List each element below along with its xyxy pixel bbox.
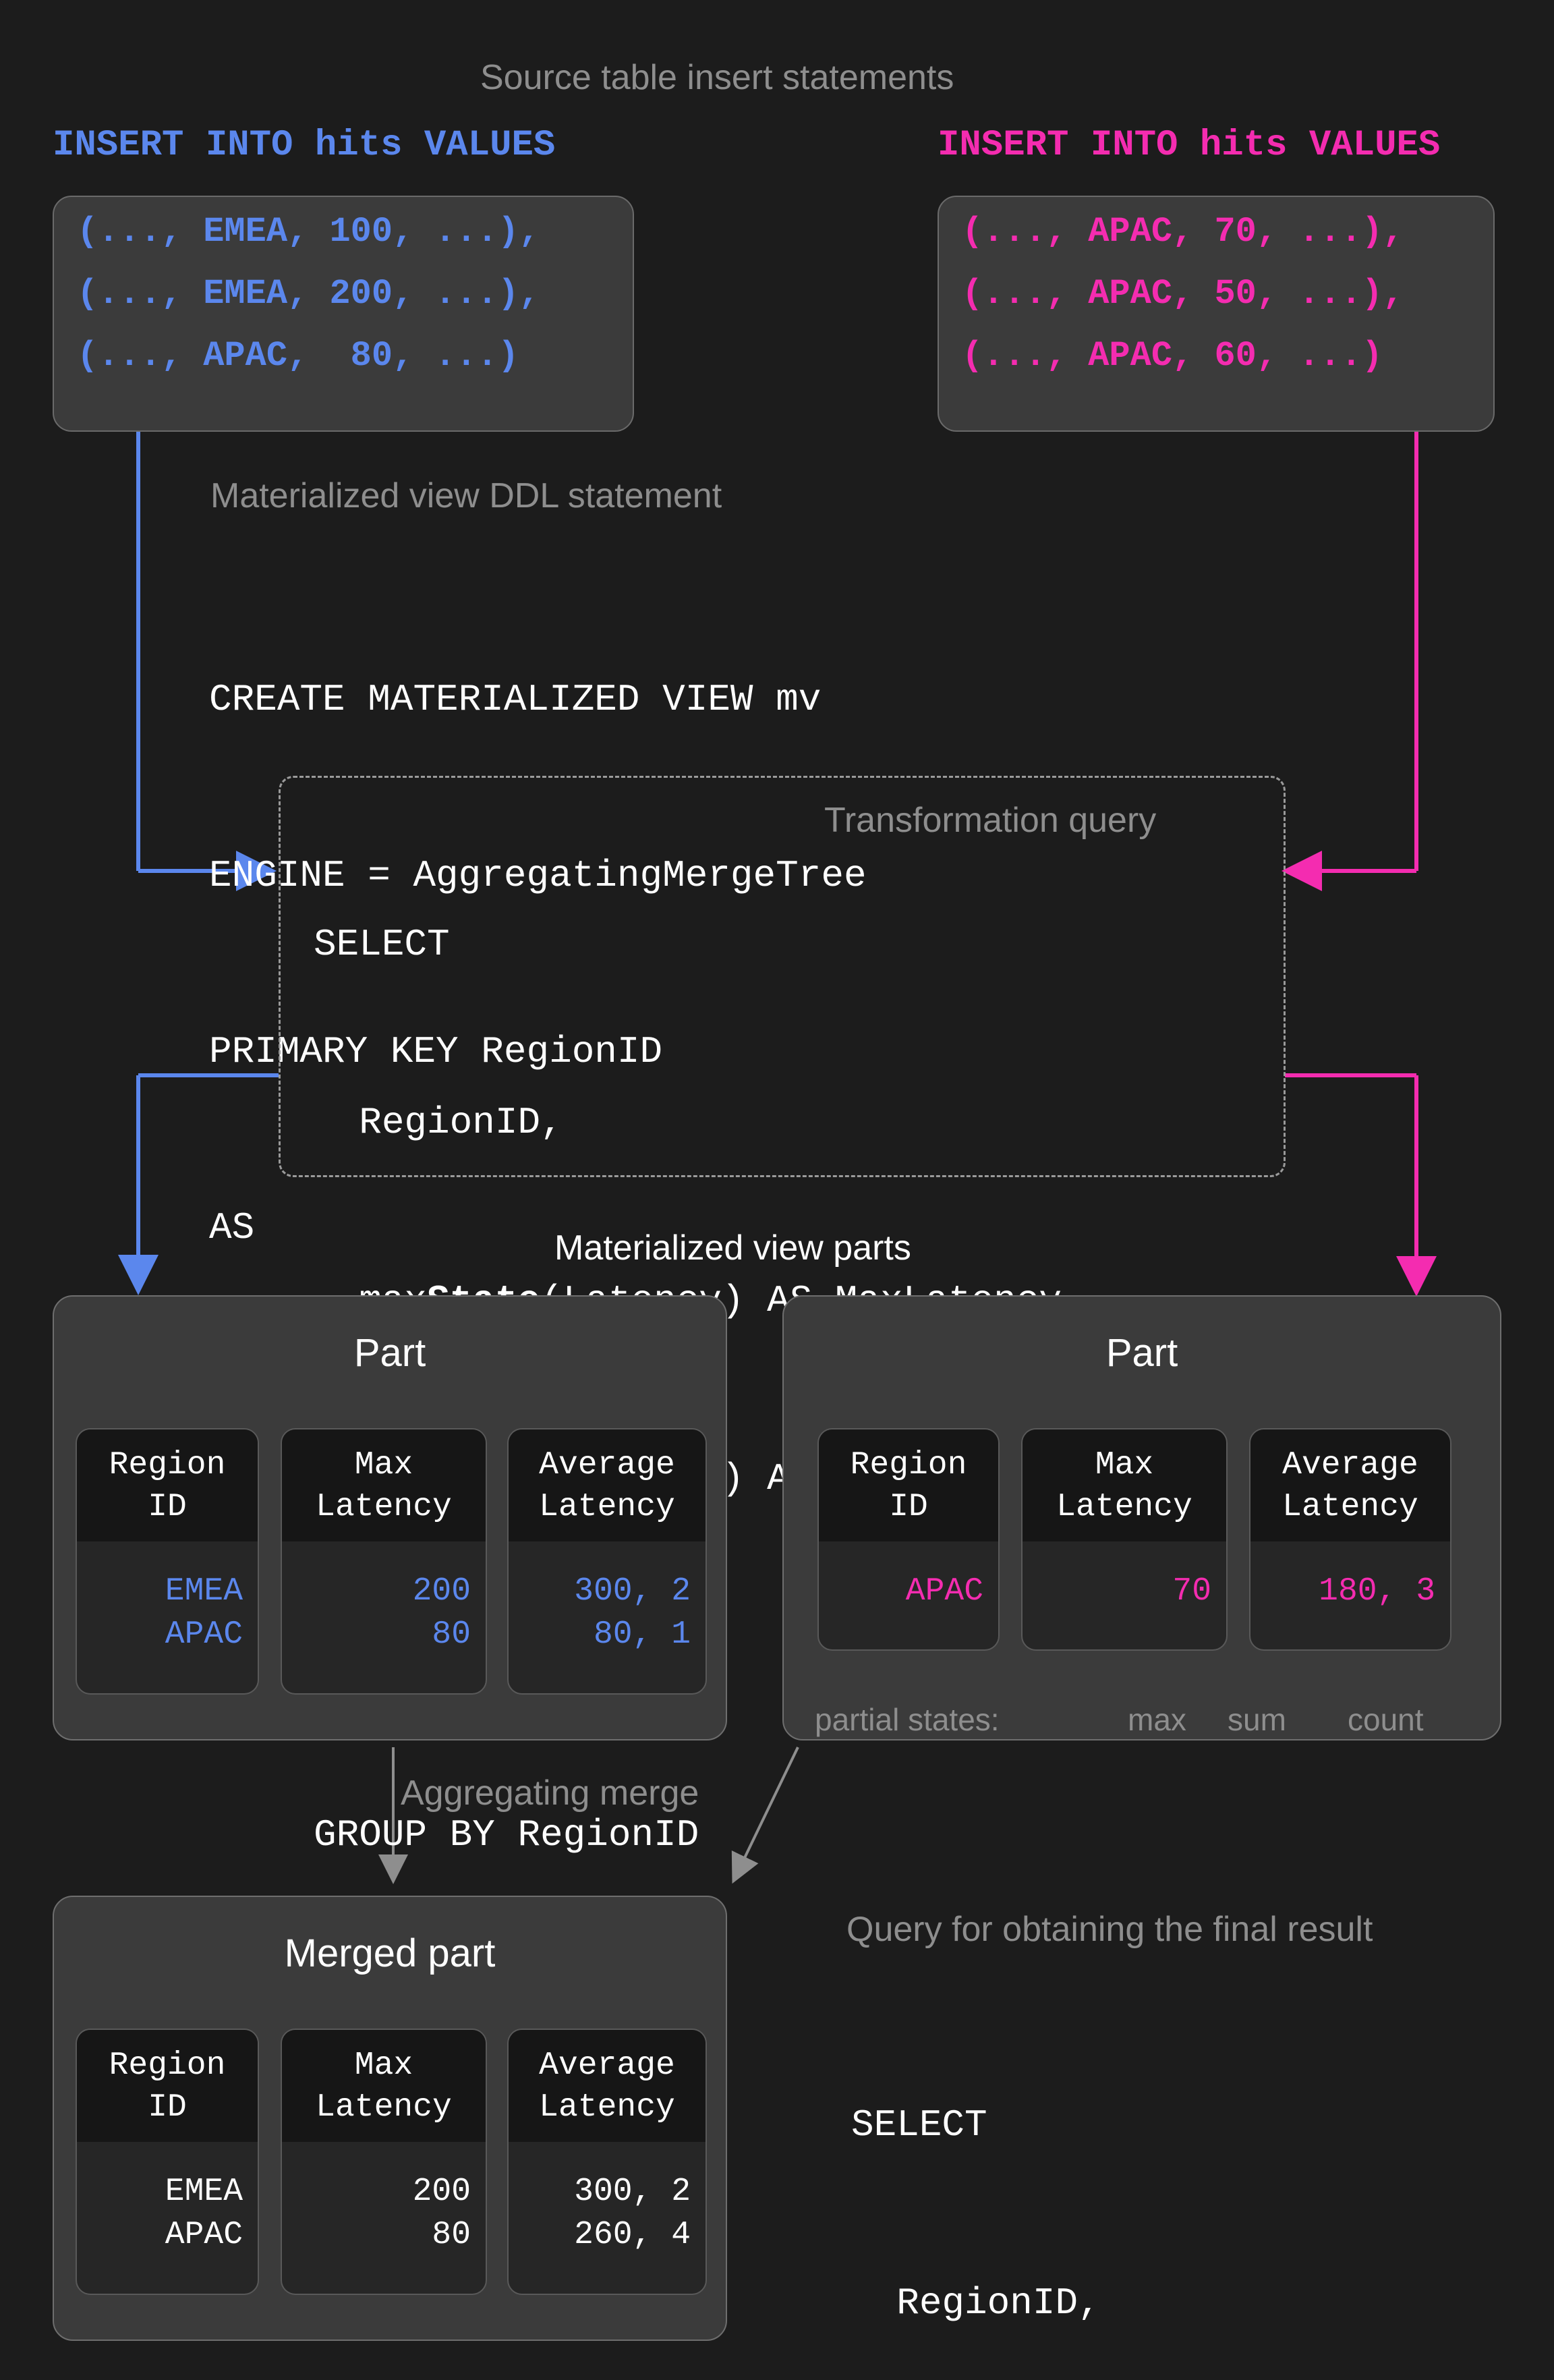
insert-box-left: (..., EMEA, 100, ...), (..., EMEA, 200, …: [53, 196, 634, 432]
partial-states-label: partial states:: [815, 1702, 1000, 1737]
ddl-line: CREATE MATERIALIZED VIEW mv: [209, 678, 822, 721]
cell-avg: 260, 4: [574, 2217, 691, 2253]
column-average-latency: Average Latency 180, 3: [1249, 1428, 1451, 1651]
cell-region: APAC: [165, 1616, 243, 1653]
column-region-id: Region ID EMEA APAC: [76, 1428, 259, 1695]
column-max-latency: Max Latency 200 80: [281, 1428, 487, 1695]
merged-part-box: Merged part Region ID EMEA APAC Max Late…: [53, 1896, 727, 2341]
aggregating-merge-label: Aggregating merge: [401, 1774, 699, 1813]
column-header: Region ID: [77, 2030, 258, 2142]
cell-max: 200: [412, 2174, 471, 2210]
column-max-latency: Max Latency 200 80: [281, 2029, 487, 2295]
column-region-id: Region ID APAC: [817, 1428, 1000, 1651]
ddl-line: AS: [209, 1206, 255, 1249]
transformation-query-heading: Transformation query: [824, 801, 1157, 840]
cell-avg: 300, 2: [574, 1573, 691, 1610]
column-header: Average Latency: [509, 2030, 706, 2142]
insert-row: (..., APAC, 70, ...),: [962, 212, 1404, 252]
column-average-latency: Average Latency 300, 2 260, 4: [507, 2029, 707, 2295]
cell-region: EMEA: [165, 1573, 243, 1610]
query-line: SELECT: [851, 2103, 987, 2147]
cell-max: 80: [432, 2217, 471, 2253]
query-line: RegionID,: [314, 1101, 563, 1144]
transformation-query-box: [279, 776, 1286, 1177]
part-title: Part: [353, 1331, 426, 1375]
partial-states-sum: sum: [1228, 1702, 1286, 1737]
partial-states-count: count: [1348, 1702, 1424, 1737]
query-line: RegionID,: [851, 2282, 1101, 2325]
ddl-line: ENGINE = AggregatingMergeTree: [209, 854, 867, 897]
merged-part-title: Merged part: [284, 1931, 496, 1975]
cell-avg: 80, 1: [593, 1616, 691, 1653]
insert-row: (..., EMEA, 200, ...),: [77, 274, 540, 314]
column-max-latency: Max Latency 70: [1021, 1428, 1228, 1651]
source-inserts-heading: Source table insert statements: [480, 58, 954, 97]
insert-header-left: INSERT INTO hits VALUES: [53, 125, 556, 166]
cell-avg: 300, 2: [574, 2174, 691, 2210]
mv-ddl-heading: Materialized view DDL statement: [210, 476, 722, 515]
column-header: Average Latency: [1250, 1429, 1450, 1541]
insert-row: (..., APAC, 60, ...): [962, 336, 1383, 376]
mv-ddl-statement: CREATE MATERIALIZED VIEW mv ENGINE = Agg…: [209, 553, 867, 1375]
column-header: Region ID: [819, 1429, 998, 1541]
insert-row: (..., APAC, 80, ...): [77, 336, 519, 376]
ddl-line: PRIMARY KEY RegionID: [209, 1030, 663, 1073]
insert-header-right: INSERT INTO hits VALUES: [938, 125, 1441, 166]
column-header: Average Latency: [509, 1429, 706, 1541]
query-line: GROUP BY RegionID: [314, 1813, 699, 1857]
cell-max: 200: [412, 1573, 471, 1610]
cell-region: EMEA: [165, 2174, 243, 2210]
query-line: SELECT: [314, 923, 450, 966]
connector-pink-query-to-part: [1285, 1073, 1437, 1297]
column-header: Region ID: [77, 1429, 258, 1541]
insert-row: (..., EMEA, 100, ...),: [77, 212, 540, 252]
final-query-heading: Query for obtaining the final result: [846, 1910, 1373, 1949]
cell-max: 80: [432, 1616, 471, 1653]
column-header: Max Latency: [1023, 1429, 1226, 1541]
insert-box-right: (..., APAC, 70, ...), (..., APAC, 50, ..…: [938, 196, 1495, 432]
column-header: Max Latency: [282, 2030, 486, 2142]
cell-region: APAC: [165, 2217, 243, 2253]
insert-row: (..., APAC, 50, ...),: [962, 274, 1404, 314]
column-average-latency: Average Latency 300, 2 80, 1: [507, 1428, 707, 1695]
cell-avg: 180, 3: [1319, 1573, 1435, 1610]
column-region-id: Region ID EMEA APAC: [76, 2029, 259, 2295]
column-header: Max Latency: [282, 1429, 486, 1541]
connector-pink-insert-to-query: [1282, 422, 1418, 891]
mv-parts-heading: Materialized view parts: [554, 1228, 911, 1268]
cell-max: 70: [1172, 1573, 1211, 1610]
cell-region: APAC: [905, 1573, 983, 1610]
partial-states-max: max: [1128, 1702, 1186, 1737]
part-box-left: Part Region ID EMEA APAC Max Latency 200…: [53, 1295, 727, 1740]
part-box-right: Part Region ID APAC Max Latency 70 Avera…: [782, 1295, 1501, 1740]
part-title: Part: [1105, 1331, 1178, 1375]
